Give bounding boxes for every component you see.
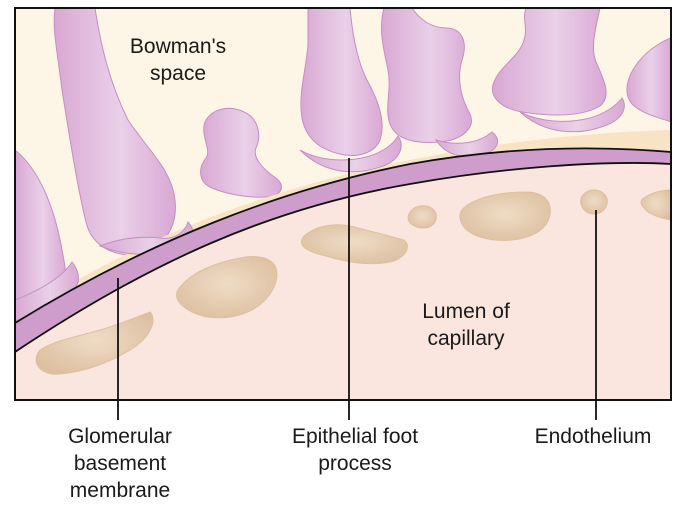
label-line: space [118, 60, 238, 87]
label-endothelium: Endothelium [508, 423, 678, 450]
label-line: Epithelial foot [255, 423, 455, 450]
endothelial-cell [408, 206, 436, 228]
label-lumen-of-capillary: Lumen of capillary [396, 298, 536, 352]
label-line: Bowman's [118, 33, 238, 60]
label-glomerular-basement-membrane: Glomerular basement membrane [40, 423, 200, 504]
label-line: Lumen of [396, 298, 536, 325]
label-line: membrane [40, 477, 200, 504]
label-epithelial-foot-process: Epithelial foot process [255, 423, 455, 477]
endothelial-cell [581, 190, 608, 214]
label-line: Endothelium [508, 423, 678, 450]
label-line: process [255, 450, 455, 477]
label-bowmans-space: Bowman's space [118, 33, 238, 87]
label-line: Glomerular [40, 423, 200, 450]
label-line: basement [40, 450, 200, 477]
label-line: capillary [396, 325, 536, 352]
